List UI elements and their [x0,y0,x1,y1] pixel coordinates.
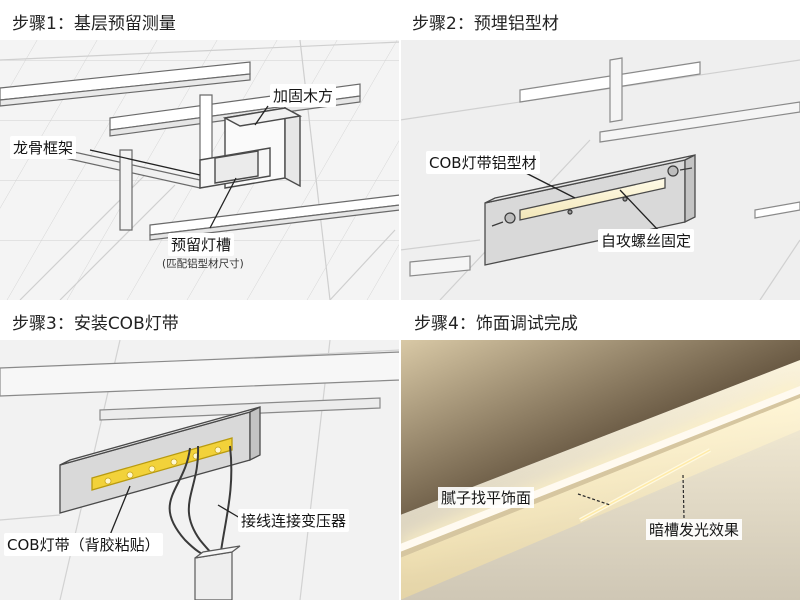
panel-step-1: 步骤1：基层预留测量 加固木方 龙骨框架 预留灯槽 (匹配铝型材尺寸) [0,0,400,300]
callout-wiring: 接线连接变压器 [238,509,350,532]
callout-wood-block: 加固木方 [270,84,337,107]
step-4-title: 步骤4：饰面调试完成 [414,314,578,334]
panel-step-4: 步骤4：饰面调试完成 腻子找平饰面 暗槽发光效果 [400,300,800,600]
step-3-title: 步骤3：安装COB灯带 [12,314,179,334]
panel-step-3: 步骤3：安装COB灯带 COB灯带（背胶粘贴） 接线连接变压器 [0,300,400,600]
callout-keel-frame: 龙骨框架 [10,136,77,159]
step1-illustration [0,39,400,300]
callout-screws: 自攻螺丝固定 [598,229,695,252]
step2-illustration [400,40,800,300]
callout-putty: 腻子找平饰面 [438,487,535,508]
panel-step-2: 步骤2：预埋铝型材 COB灯带铝型材 自攻螺丝固定 [400,0,800,300]
step-1-title: 步骤1：基层预留测量 [12,14,176,34]
panel-divider [399,0,401,600]
callout-aluminum-profile: COB灯带铝型材 [426,151,540,174]
callout-glow: 暗槽发光效果 [646,519,743,540]
step-2-title: 步骤2：预埋铝型材 [412,14,559,34]
step4-illustration [400,340,800,600]
callout-cob-strip: COB灯带（背胶粘贴） [4,533,163,556]
callout-light-slot: 预留灯槽 [168,233,235,256]
step3-illustration [0,339,400,600]
callout-light-slot-note: (匹配铝型材尺寸) [162,258,244,270]
